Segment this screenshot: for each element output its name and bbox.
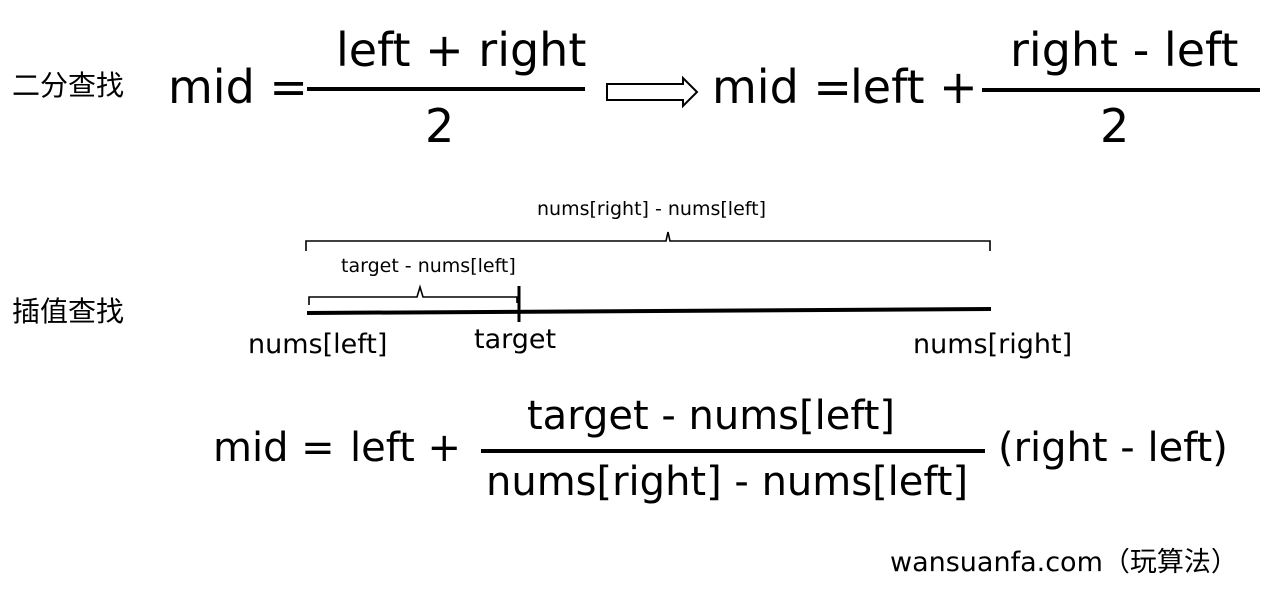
binary-rhs-prefix: left + bbox=[850, 60, 978, 114]
binary-denominator: 2 bbox=[425, 99, 455, 153]
partial-span-brace bbox=[308, 284, 518, 305]
binary-rhs-denominator: 2 bbox=[1100, 99, 1130, 153]
right-end-label: nums[right] bbox=[913, 329, 1073, 360]
number-line bbox=[306, 307, 992, 315]
binary-numerator: left + right bbox=[336, 23, 587, 77]
left-end-label: nums[left] bbox=[248, 329, 388, 360]
binary-mid-lhs: mid = bbox=[168, 60, 308, 114]
interp-multiplier: (right - left) bbox=[998, 425, 1228, 471]
interp-numerator: target - nums[left] bbox=[527, 393, 895, 439]
binary-fraction-bar bbox=[307, 87, 585, 91]
total-span-label: nums[right] - nums[left] bbox=[537, 198, 766, 220]
binary-search-label: 二分查找 bbox=[12, 69, 125, 102]
interp-prefix: left + bbox=[350, 425, 462, 471]
partial-span-label: target - nums[left] bbox=[341, 255, 516, 277]
binary-rhs-numerator: right - left bbox=[1010, 23, 1239, 77]
target-label: target bbox=[474, 324, 557, 355]
interpolation-search-label: 插值查找 bbox=[12, 295, 125, 328]
interp-denominator: nums[right] - nums[left] bbox=[486, 459, 969, 505]
binary-rhs-mid-lhs: mid = bbox=[712, 60, 852, 114]
interp-fraction-bar bbox=[481, 449, 985, 453]
binary-rhs-fraction-bar bbox=[982, 88, 1260, 92]
total-span-brace bbox=[305, 231, 991, 251]
watermark: wansuanfa.com（玩算法） bbox=[890, 547, 1238, 578]
implies-arrow-icon bbox=[606, 75, 699, 109]
interp-mid-lhs: mid = bbox=[213, 425, 335, 471]
